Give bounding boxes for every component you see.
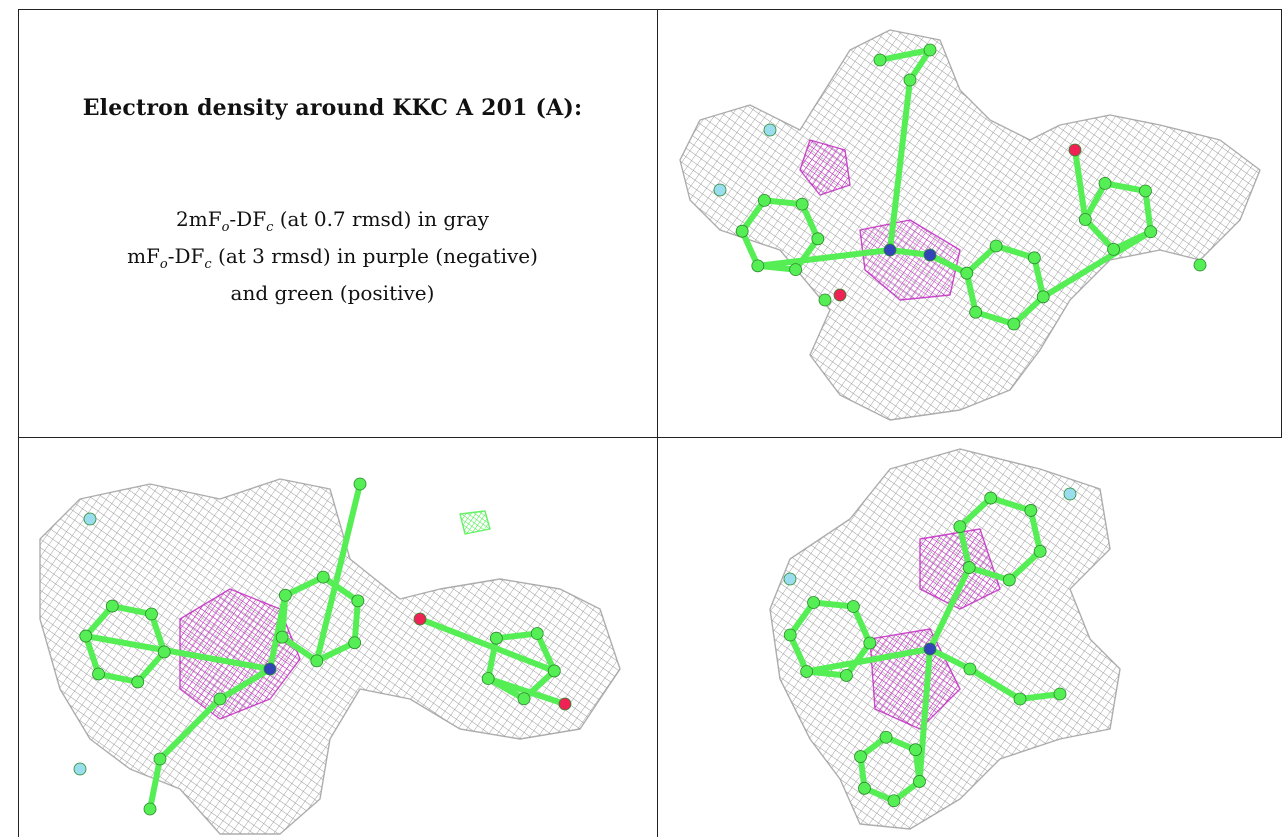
legend-line-2-prefix: mF: [127, 244, 160, 268]
legend-line-1-mid: -DF: [229, 207, 267, 231]
legend-line-green: and green (positive): [230, 281, 435, 305]
legend-line-2-sub2: c: [204, 257, 212, 272]
density-panel-bottom-right: [660, 439, 1280, 837]
table-top-border: [18, 9, 1282, 10]
legend-line-2-sub1: o: [159, 257, 168, 272]
legend-line-gray: 2mFo-DFc (at 0.7 rmsd) in gray: [20, 205, 645, 242]
table-right-border: [1281, 9, 1282, 437]
caption-legend: 2mFo-DFc (at 0.7 rmsd) in gray mFo-DFc (…: [20, 205, 645, 307]
caption-title: Electron density around KKC A 201 (A):: [82, 95, 583, 121]
table-center-border: [657, 9, 658, 837]
density-image-bottom-left: [39, 477, 621, 835]
caption-cell: Electron density around KKC A 201 (A):: [20, 95, 645, 121]
legend-line-2-rest: (at 3 rmsd) in purple (negative): [211, 244, 538, 268]
legend-line-1-prefix: 2mF: [176, 207, 222, 231]
table-middle-border: [18, 437, 1282, 438]
density-panel-top-right: [660, 10, 1280, 436]
density-image-bottom-right: [769, 448, 1121, 830]
table-left-border: [18, 9, 19, 837]
legend-line-1-sub2: c: [266, 220, 274, 235]
density-panel-bottom-left: [20, 439, 656, 837]
legend-line-2-mid: -DF: [167, 244, 205, 268]
density-image-top-right: [679, 29, 1261, 421]
legend-line-purple: mFo-DFc (at 3 rmsd) in purple (negative): [20, 242, 645, 279]
legend-line-1-sub1: o: [221, 220, 230, 235]
legend-line-1-rest: (at 0.7 rmsd) in gray: [273, 207, 489, 231]
